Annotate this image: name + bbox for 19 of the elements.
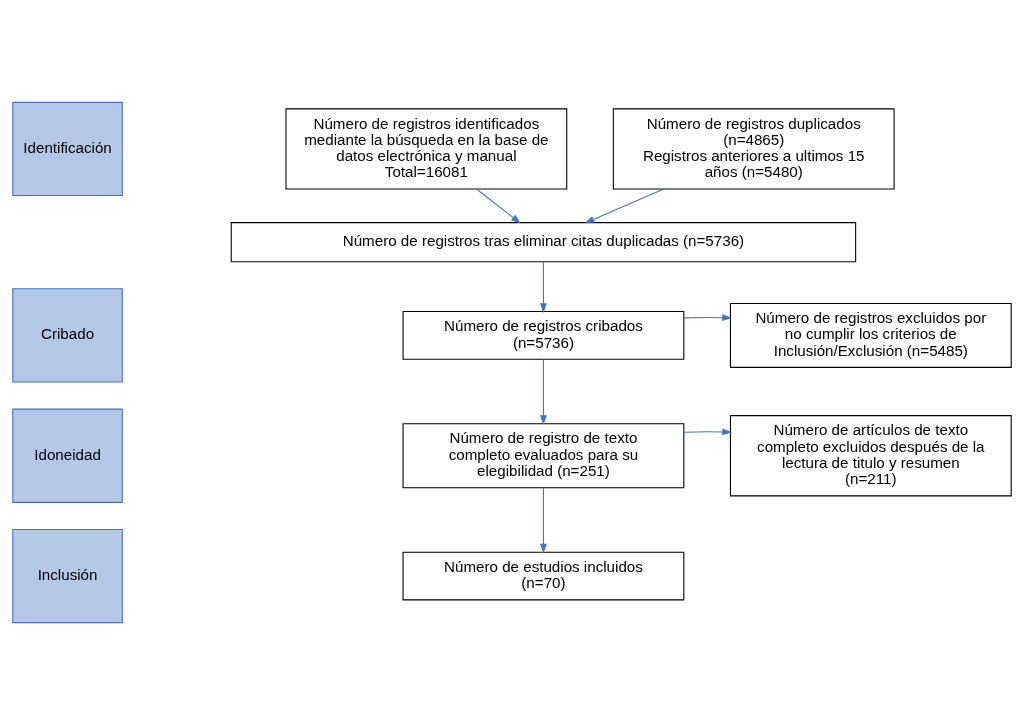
node-box: Número de registro de texto completo evaluados para su elegibilidad (n=251) xyxy=(402,422,685,488)
arrow xyxy=(584,188,664,223)
node-box: Identificación xyxy=(12,101,123,196)
node-box: Número de registros excluidos por no cumplir los criterios de Inclusión/Exclusión (n=5485) xyxy=(729,302,1012,368)
node-box: Número de artículos de texto completo excluidos después de la lectura de titulo y resumen (n=211) xyxy=(729,414,1012,496)
arrow xyxy=(540,486,547,554)
arrow xyxy=(476,188,521,223)
node-box: Número de registros cribados (n=5736) xyxy=(402,310,685,360)
node-box: Idoneidad xyxy=(12,408,123,503)
node-box: Número de registros identificados mediante la búsqueda en la base de datos electrónica y manual Total=16081 xyxy=(285,107,568,190)
node-box: Número de registros tras eliminar citas duplicadas (n=5736) xyxy=(230,221,857,262)
arrow xyxy=(540,261,547,313)
node-box: Número de estudios incluidos (n=70) xyxy=(402,551,685,600)
node-box: Cribado xyxy=(12,287,123,383)
node-box: Número de registros duplicados (n=4865) Registros anteriores a ultimos 15 años (n=5480) xyxy=(612,107,895,190)
node-box: Inclusión xyxy=(12,528,123,623)
arrow xyxy=(540,358,547,425)
arrow xyxy=(683,313,733,321)
arrow xyxy=(683,428,733,435)
